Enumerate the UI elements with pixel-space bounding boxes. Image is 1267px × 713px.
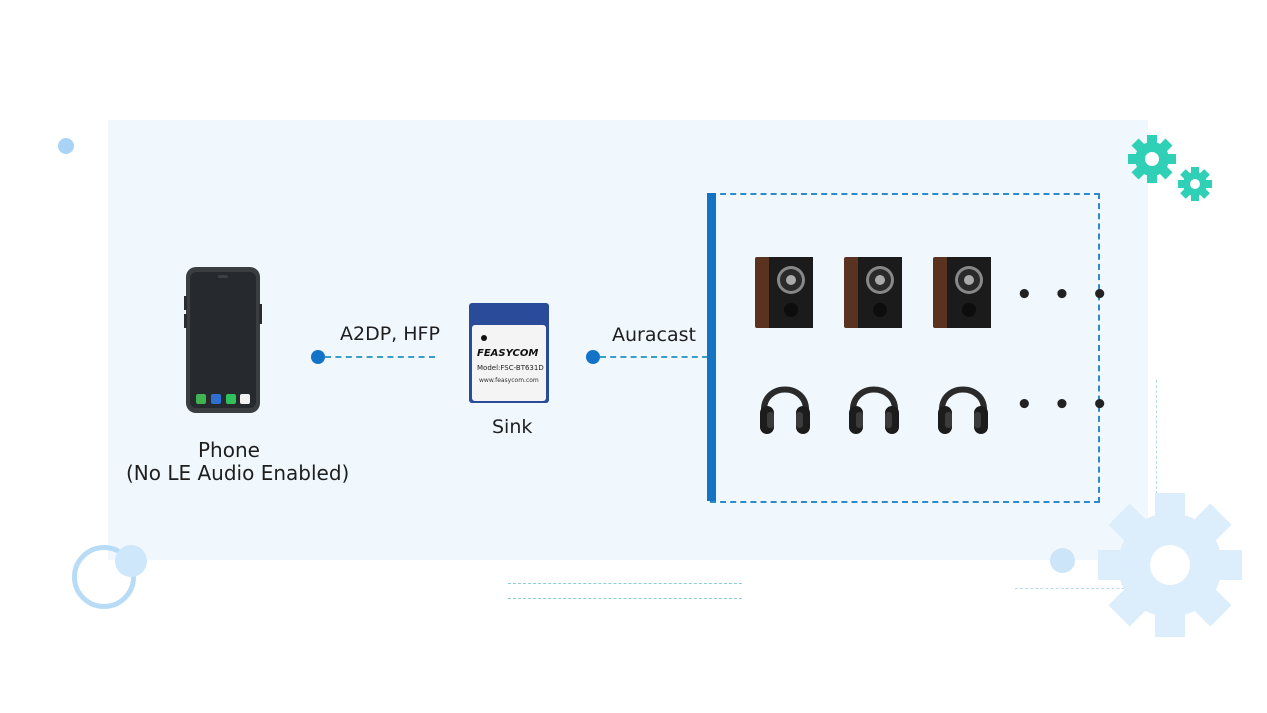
module-caption: Sink (492, 416, 533, 438)
link-right-start-dot (586, 350, 600, 364)
decor-dashes-bottom (508, 583, 742, 599)
phone-icon (184, 267, 262, 413)
phone-title: Phone (198, 438, 260, 462)
phone-subtitle: (No LE Audio Enabled) (126, 461, 350, 485)
decor-dot-bottom-right (1050, 548, 1075, 573)
more-speakers-ellipsis: • • • (1016, 280, 1114, 310)
headphones-icon (849, 386, 899, 434)
more-headphones-ellipsis: • • • (1016, 390, 1114, 420)
link-left-line (325, 356, 435, 358)
headphones-icon (760, 386, 810, 434)
link-right-line (600, 356, 708, 358)
decor-dash-right-vertical (1156, 380, 1157, 590)
gears-icon (1128, 135, 1212, 201)
decor-ring-icon (72, 545, 136, 609)
decor-dot-bottom-left (115, 545, 147, 577)
speaker-icon (755, 257, 813, 328)
link-left-start-dot (311, 350, 325, 364)
speaker-icon (933, 257, 991, 328)
decor-dot-top-left (58, 138, 74, 154)
large-gear-icon (1098, 493, 1242, 637)
bt-module: FEASYCOM Model:FSC-BT631D www.feasycom.c… (469, 303, 549, 403)
module-model: Model:FSC-BT631D (477, 364, 544, 372)
link-left-label: A2DP, HFP (340, 323, 440, 345)
module-brand: FEASYCOM (477, 348, 539, 359)
headphones-icon (938, 386, 988, 434)
module-website: www.feasycom.com (479, 377, 539, 384)
speaker-icon (844, 257, 902, 328)
receivers-box-accent-bar (707, 193, 716, 501)
receivers-box (710, 193, 1100, 503)
decor-dash-right-horizontal (1015, 588, 1155, 589)
module-pin-dot (481, 335, 487, 341)
link-right-label: Auracast (612, 324, 696, 346)
